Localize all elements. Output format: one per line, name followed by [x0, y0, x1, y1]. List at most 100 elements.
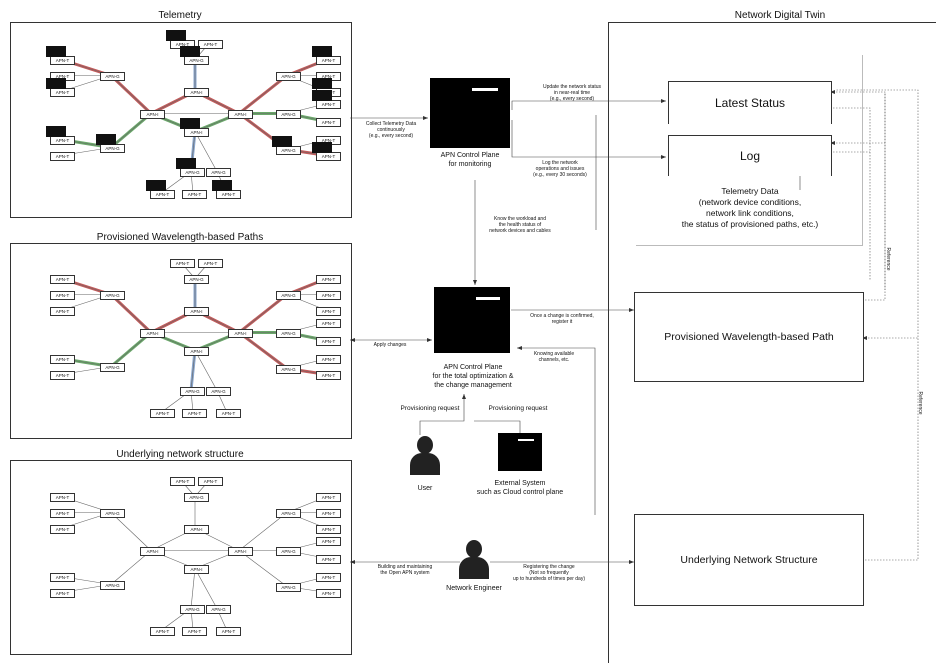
- link-line: [110, 294, 152, 333]
- label-once-change: Once a change is confirmed, register it: [530, 313, 594, 325]
- apn-node: APN-G: [276, 547, 301, 556]
- telemetry-readout-block: [146, 180, 166, 191]
- link-line: [110, 75, 152, 114]
- label-collect: Collect Telemetry Data continuously (e.g…: [365, 121, 417, 139]
- link-line: [194, 568, 218, 609]
- log-label: Log: [739, 149, 761, 163]
- external-system-label: External System such as Cloud control pl…: [476, 480, 564, 496]
- apn-node: APN-T: [50, 371, 75, 380]
- label-knowing-channels: Knowing available channels, etc.: [533, 351, 575, 363]
- apn-node: APN-T: [198, 477, 223, 486]
- link-line: [238, 550, 288, 587]
- apn-node: APN-T: [150, 190, 175, 199]
- underlying-structure-box: Underlying Network Structure: [634, 514, 864, 606]
- apn-node: APN-T: [316, 509, 341, 518]
- telemetry-readout-block: [312, 46, 332, 57]
- apn-node: APN-G: [206, 168, 231, 177]
- link-line: [190, 350, 196, 391]
- apn-node: APN-T: [316, 525, 341, 534]
- apn-node: APN-G: [100, 72, 125, 81]
- apn-node: APN-T: [216, 409, 241, 418]
- apn-node: APN-I: [184, 307, 209, 316]
- apn-node: APN-G: [276, 146, 301, 155]
- telemetry-data-description: Telemetry Data (network device condition…: [681, 186, 819, 229]
- apn-node: APN-I: [184, 128, 209, 137]
- twin-panel-title: Network Digital Twin: [734, 10, 826, 21]
- telemetry-readout-block: [46, 126, 66, 137]
- apn-node: APN-T: [150, 627, 175, 636]
- apn-node: APN-G: [276, 583, 301, 592]
- label-know-workload: Know the workload and the health status …: [489, 216, 551, 234]
- apn-node: APN-T: [50, 136, 75, 145]
- apn-node: APN-T: [316, 337, 341, 346]
- apn-node: APN-G: [206, 605, 231, 614]
- external-system-icon: [498, 433, 542, 471]
- apn-node: APN-G: [184, 275, 209, 284]
- telemetry-readout-block: [272, 136, 292, 147]
- apn-node: APN-I: [184, 347, 209, 356]
- label-update: Update the network status in near-real t…: [542, 84, 602, 102]
- engineer-icon: [459, 540, 489, 580]
- apn-node: APN-T: [50, 56, 75, 65]
- latest-status-label: Latest Status: [714, 96, 786, 110]
- optimization-control-plane-icon: [434, 287, 510, 353]
- apn-node: APN-T: [316, 291, 341, 300]
- apn-node: APN-T: [170, 477, 195, 486]
- apn-node: APN-G: [276, 72, 301, 81]
- apn-node: APN-I: [184, 565, 209, 574]
- label-prov-req-ext: Provisioning request: [488, 405, 548, 412]
- apn-node: APN-T: [182, 627, 207, 636]
- apn-node: APN-T: [316, 307, 341, 316]
- apn-node: APN-I: [140, 329, 165, 338]
- apn-node: APN-T: [50, 493, 75, 502]
- apn-node: APN-I: [140, 110, 165, 119]
- link-line: [238, 294, 288, 333]
- apn-node: APN-T: [316, 319, 341, 328]
- apn-node: APN-G: [100, 363, 125, 372]
- telemetry-data-box: [636, 55, 863, 246]
- apn-node: APN-I: [140, 547, 165, 556]
- apn-node: APN-T: [316, 56, 341, 65]
- apn-node: APN-T: [316, 355, 341, 364]
- user-icon: [410, 436, 440, 476]
- underlying-panel-title: Underlying network structure: [116, 449, 244, 460]
- log-box: Log: [668, 135, 832, 176]
- telemetry-readout-block: [180, 118, 200, 129]
- apn-node: APN-G: [100, 581, 125, 590]
- apn-node: APN-T: [316, 573, 341, 582]
- apn-node: APN-T: [316, 589, 341, 598]
- apn-node: APN-T: [170, 259, 195, 268]
- apn-node: APN-T: [50, 88, 75, 97]
- apn-node: APN-T: [50, 152, 75, 161]
- apn-node: APN-G: [184, 56, 209, 65]
- apn-node: APN-T: [182, 409, 207, 418]
- reference-label-1: Reference: [885, 247, 891, 271]
- apn-node: APN-G: [276, 291, 301, 300]
- apn-node: APN-T: [316, 152, 341, 161]
- monitoring-control-plane-label: APN Control Plane for monitoring: [440, 152, 500, 168]
- apn-node: APN-G: [276, 329, 301, 338]
- link-line: [238, 332, 288, 369]
- apn-node: APN-G: [100, 144, 125, 153]
- telemetry-readout-block: [312, 142, 332, 153]
- apn-node: APN-G: [180, 387, 205, 396]
- telemetry-readout-block: [176, 158, 196, 169]
- apn-node: APN-I: [184, 525, 209, 534]
- apn-node: APN-T: [50, 307, 75, 316]
- apn-node: APN-G: [276, 509, 301, 518]
- apn-node: APN-T: [316, 275, 341, 284]
- apn-node: APN-I: [228, 329, 253, 338]
- apn-node: APN-T: [150, 409, 175, 418]
- provisioned-path-box: Provisioned Wavelength-based Path: [634, 292, 864, 382]
- telemetry-panel-title: Telemetry: [158, 10, 202, 21]
- link-line: [110, 550, 152, 585]
- apn-node: APN-G: [184, 493, 209, 502]
- apn-node: APN-G: [206, 387, 231, 396]
- apn-node: APN-G: [100, 509, 125, 518]
- telemetry-readout-block: [180, 46, 200, 57]
- provisioned-panel-title: Provisioned Wavelength-based Paths: [96, 232, 264, 243]
- telemetry-readout-block: [96, 134, 116, 145]
- reference-label-2: Reference: [917, 391, 923, 415]
- underlying-structure-label: Underlying Network Structure: [680, 554, 818, 566]
- link-line: [110, 332, 152, 367]
